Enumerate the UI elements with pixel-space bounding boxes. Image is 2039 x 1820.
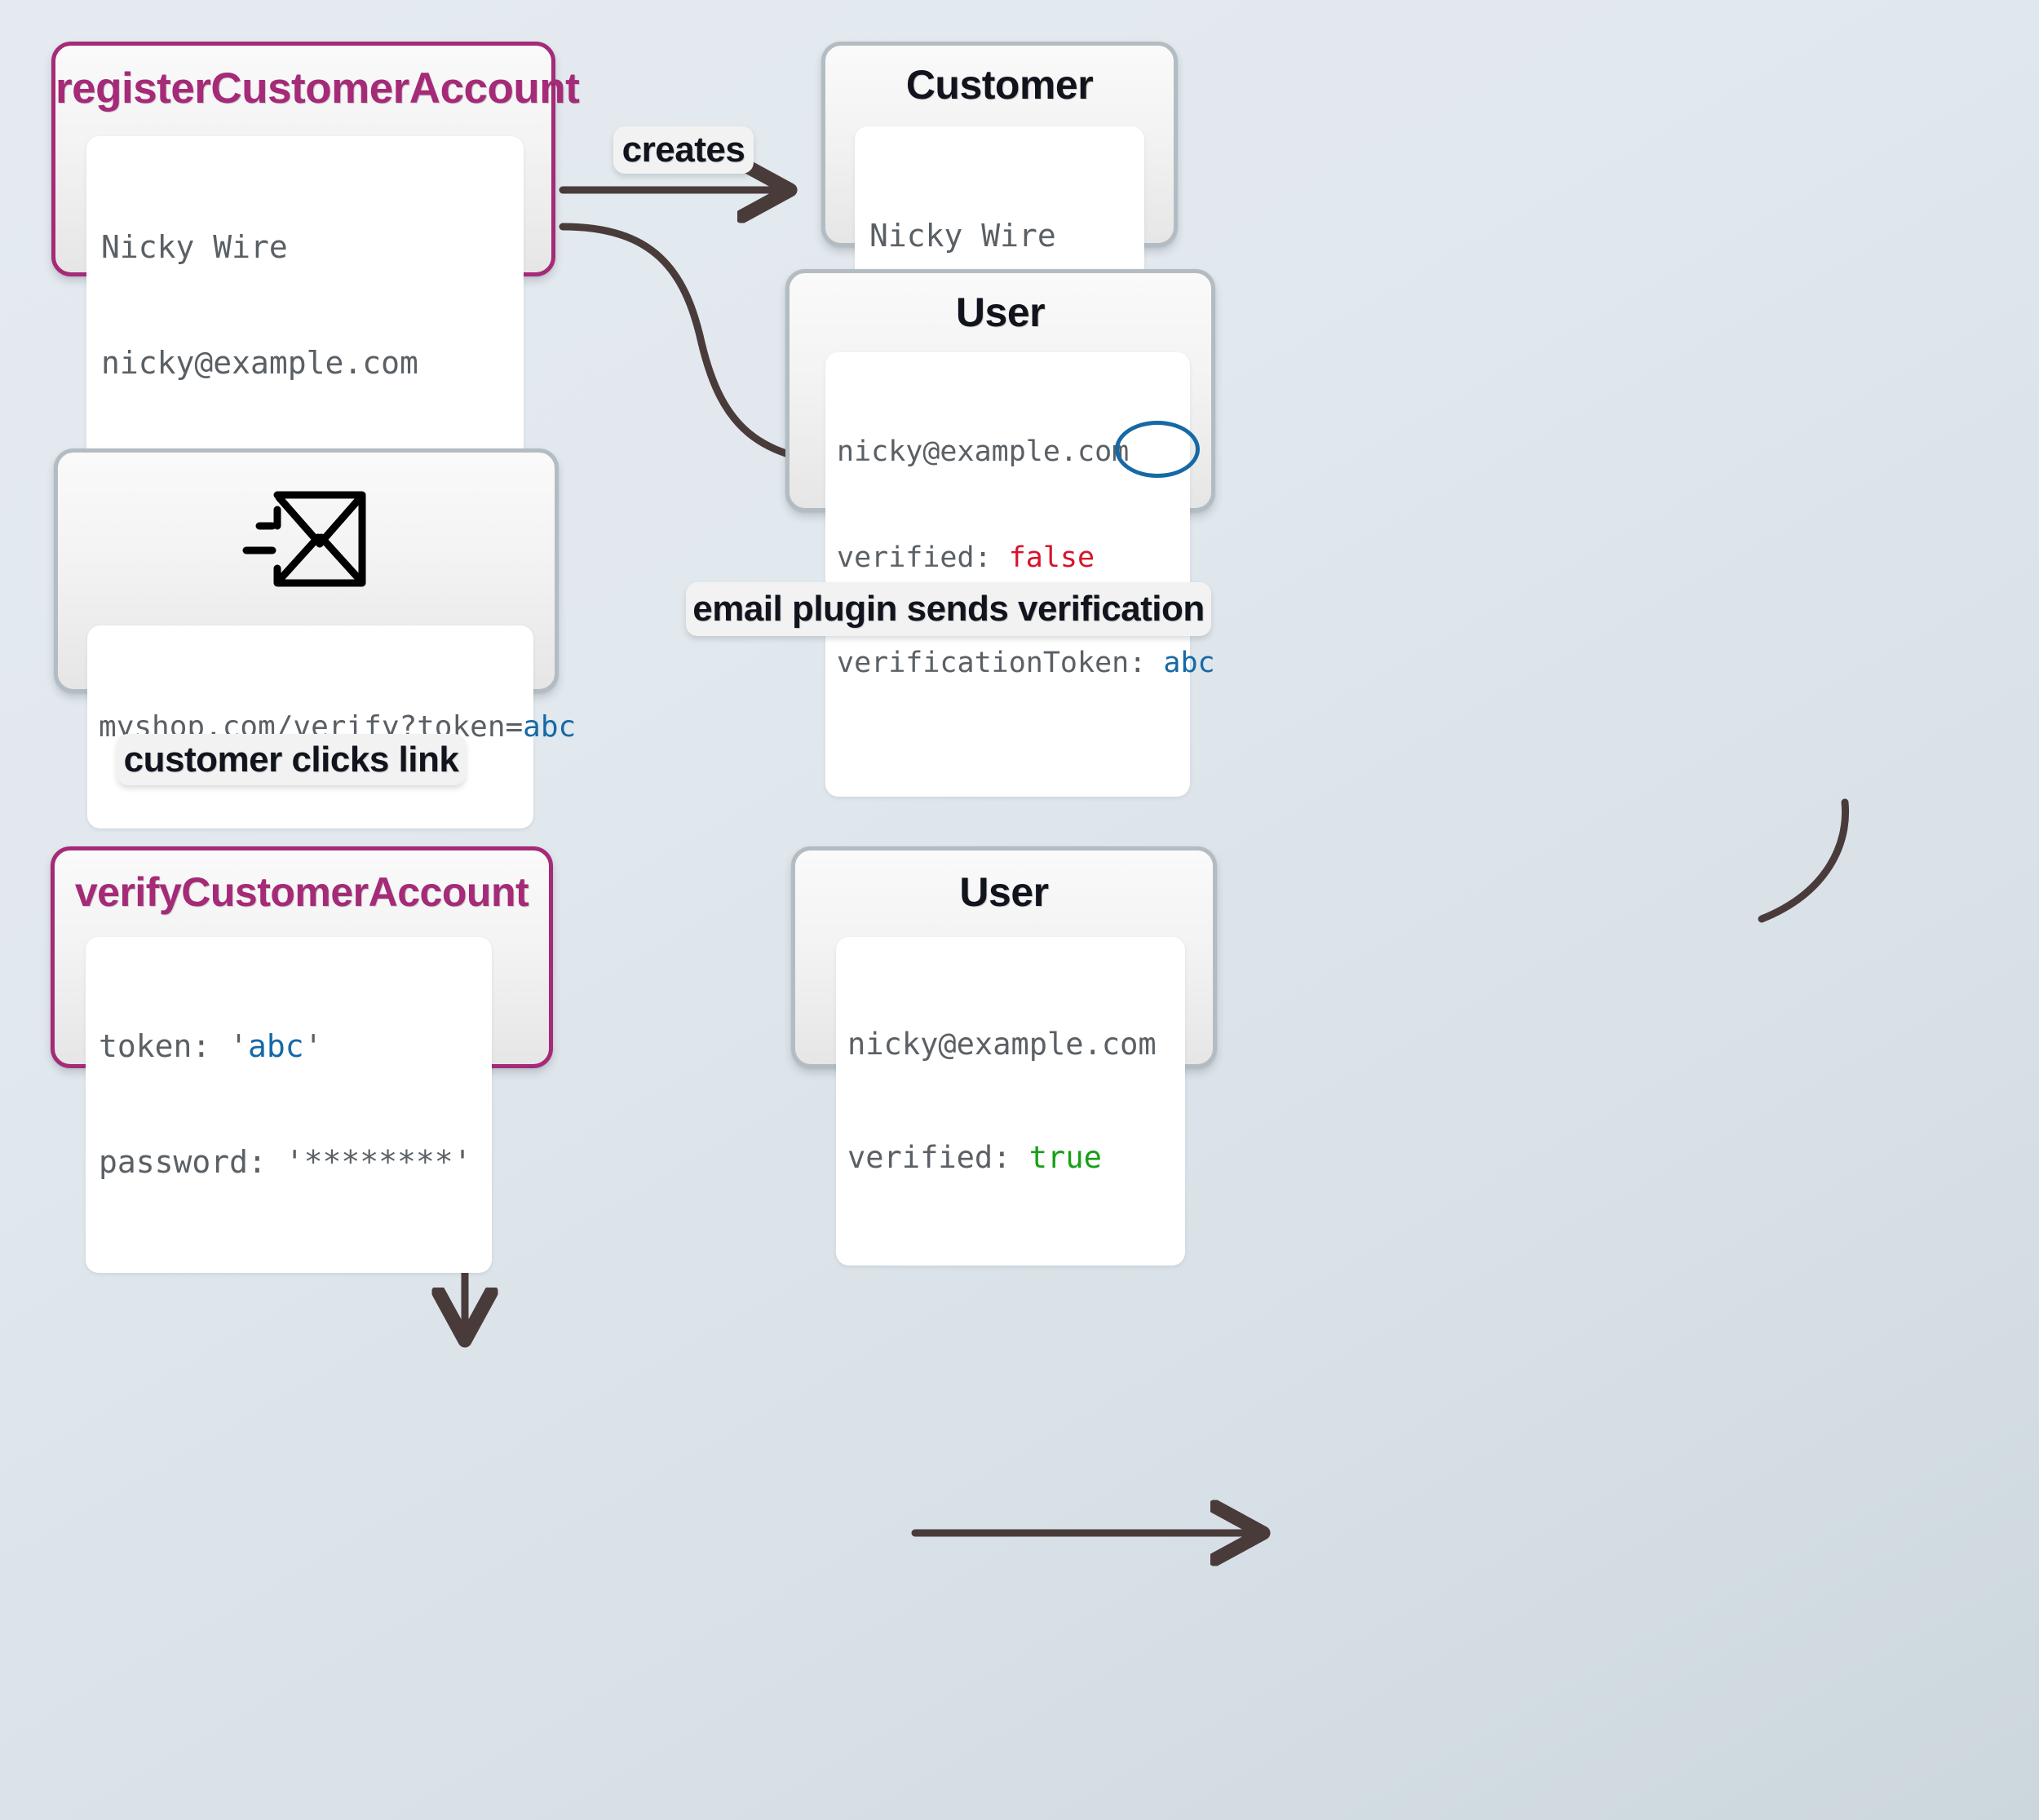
node-customer[interactable]: Customer Nicky Wire nicky@example.com (821, 42, 1187, 462)
edge-token-to-email-plugin (1758, 798, 1850, 923)
verify-token-row: token: 'abc' (99, 1025, 480, 1069)
send-email-icon (58, 453, 555, 591)
user-verified-verified-key: verified: (847, 1139, 1029, 1175)
node-verify-fields: token: 'abc' password: '********' (86, 937, 492, 1273)
node-register-title: registerCustomerAccount (55, 64, 580, 113)
token-highlight-ellipse (1115, 421, 1200, 478)
verify-token-quote-open: ' (229, 1028, 249, 1064)
user-verified-verified-value: true (1028, 1139, 1102, 1175)
user-unverified-token-row: verificationToken: abc (837, 643, 1215, 684)
user-verified-email: nicky@example.com (847, 1027, 1157, 1062)
node-user-verified[interactable]: User nicky@example.com verified: true (791, 846, 1217, 1266)
customer-field-name: Nicky Wire (869, 218, 1056, 254)
register-field-email: nicky@example.com (101, 344, 418, 381)
verify-token-quote-close: ' (303, 1028, 323, 1064)
node-register-customer-account[interactable]: registerCustomerAccount Nicky Wire nicky… (51, 42, 580, 475)
user-unverified-token-value: abc (1163, 647, 1215, 680)
edge-label-customer-clicks-link: customer clicks link (117, 734, 466, 785)
node-register-fields: Nicky Wire nicky@example.com (86, 136, 524, 475)
node-user-verified-fields: nicky@example.com verified: true (836, 937, 1185, 1266)
node-user-unverified-fields: nicky@example.com verified: false verifi… (825, 352, 1215, 797)
verify-token-value: abc (248, 1028, 304, 1064)
edge-label-email-plugin-sends-verification: email plugin sends verification (686, 582, 1211, 636)
node-verify-title: verifyCustomerAccount (74, 869, 529, 915)
node-email-message[interactable]: myshop.com/verify?token=abc (54, 448, 576, 829)
node-verify-customer-account[interactable]: verifyCustomerAccount token: 'abc' passw… (51, 846, 553, 1273)
node-user-verified-title: User (959, 869, 1049, 915)
node-user-unverified[interactable]: User nicky@example.com verified: false v… (785, 269, 1215, 797)
user-unverified-token-key: verificationToken: (837, 647, 1164, 680)
node-user-unverified-title: User (955, 289, 1046, 335)
verify-token-key: token: (99, 1028, 230, 1064)
register-field-name: Nicky Wire (101, 229, 288, 265)
edge-label-creates: creates (613, 126, 754, 174)
verify-password-row: password: '********' (99, 1143, 472, 1180)
email-link-token: abc (523, 710, 577, 744)
node-customer-title: Customer (905, 62, 1094, 108)
user-unverified-verified-key: verified: (837, 541, 1009, 574)
user-verified-verified-row: verified: true (847, 1137, 1174, 1180)
user-unverified-verified-row: verified: false (837, 538, 1179, 579)
user-unverified-verified-value: false (1008, 541, 1095, 574)
node-email-link[interactable]: myshop.com/verify?token=abc (87, 625, 576, 829)
user-unverified-email: nicky@example.com (837, 435, 1130, 468)
